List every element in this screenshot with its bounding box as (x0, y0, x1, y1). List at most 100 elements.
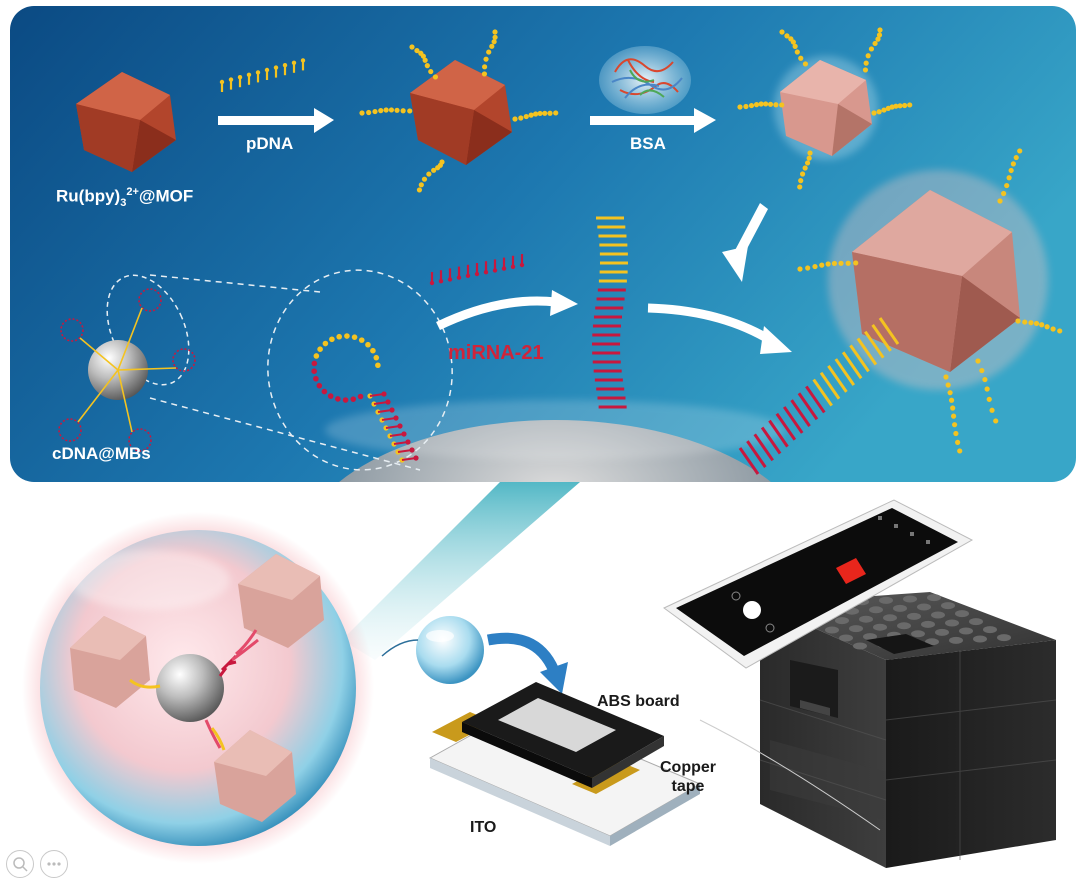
base-pair (834, 358, 856, 386)
dna-base (792, 43, 798, 49)
more-options-button[interactable] (40, 850, 68, 878)
dna-base (418, 182, 424, 188)
dna-base (863, 60, 869, 66)
hairpin-stem (79, 337, 119, 371)
dna-base (492, 268, 498, 273)
base-pair (738, 447, 760, 475)
magnification-cone (342, 482, 580, 660)
dna-base (483, 270, 489, 275)
base-pair (856, 337, 878, 366)
mirna-arrow (436, 290, 578, 331)
dna-base (365, 341, 371, 348)
dna-base (799, 171, 806, 177)
dna-base (872, 40, 878, 47)
dna-base (321, 388, 328, 395)
pdna-strand (219, 58, 306, 92)
base-pair (746, 440, 767, 469)
dna-base (357, 393, 364, 400)
droplet (416, 616, 484, 684)
dna-base (802, 61, 809, 67)
mof-with-pdna (410, 60, 512, 165)
dna-base (797, 266, 803, 272)
dna-base (945, 382, 951, 388)
dna-base (432, 74, 439, 80)
dna-base (948, 397, 955, 403)
ito-label: ITO (470, 819, 497, 836)
dna-base (951, 422, 958, 428)
dna-base (838, 260, 844, 266)
dna-base (428, 68, 434, 75)
dna-base (763, 101, 769, 107)
sandwich-duplex (738, 317, 900, 475)
zoom-button[interactable] (6, 850, 34, 878)
dna-base (489, 43, 495, 49)
dna-base (845, 260, 851, 266)
dna-base (1050, 326, 1056, 332)
dna-base (414, 47, 420, 54)
box-stud (925, 638, 939, 646)
dna-base (378, 108, 384, 114)
base-pair (385, 425, 401, 429)
box-stud (917, 603, 931, 611)
mirna-strand (429, 254, 525, 286)
dna-base (344, 333, 350, 339)
dna-base (327, 393, 334, 399)
base-pair (377, 409, 393, 413)
dna-base (865, 53, 871, 59)
box-stud (997, 634, 1011, 642)
bubble-bead (156, 654, 224, 722)
dna-base (893, 103, 899, 109)
box-stud (859, 615, 873, 623)
dna-base (523, 113, 529, 120)
dna-base (779, 102, 785, 108)
dna-base (311, 360, 318, 367)
box-stud (869, 606, 883, 614)
bubble-mof-top (238, 554, 324, 648)
dna-base (797, 184, 803, 190)
dna-base (957, 448, 963, 454)
pdna-probes (359, 29, 559, 193)
base-pair (782, 406, 804, 434)
assembly-arrow (722, 203, 768, 282)
dna-base (474, 271, 480, 277)
base-pair (819, 371, 841, 400)
pdna-probes-coated (737, 27, 913, 190)
dna-base (547, 110, 553, 116)
dna-base (429, 280, 435, 286)
hairpin-stem (117, 307, 143, 371)
dna-base (370, 347, 376, 354)
dna-base (993, 418, 999, 424)
box-stud (911, 630, 925, 638)
mof-octahedron (76, 72, 176, 172)
dna-base (953, 430, 959, 437)
box-stud (959, 627, 973, 635)
dna-base (1044, 324, 1050, 330)
dna-base (1028, 320, 1034, 326)
dna-base (753, 102, 760, 108)
base-pair (381, 417, 397, 421)
dna-base (264, 67, 270, 73)
dna-base (798, 55, 804, 61)
box-stud (863, 633, 877, 641)
dna-base (424, 63, 430, 69)
box-stud (839, 634, 853, 642)
dna-base (1008, 167, 1014, 174)
dna-base (537, 110, 543, 117)
dna-base (219, 79, 225, 85)
mirna-label: miRNA-21 (448, 342, 544, 364)
hairpin-loop (172, 348, 196, 372)
dna-base (358, 337, 365, 343)
dna-base (311, 368, 317, 374)
magnified-bubble (22, 512, 374, 864)
dna-base (400, 108, 406, 114)
box-stud (935, 628, 949, 636)
hairpin-stem (117, 369, 133, 433)
base-pair (768, 419, 789, 448)
dna-base (438, 279, 444, 284)
bsa-protein (599, 46, 691, 114)
dna-base (409, 44, 415, 50)
dna-base (989, 407, 995, 413)
dna-base (394, 107, 400, 113)
mof-label: Ru(bpy)32+@MOF (56, 186, 194, 210)
box-stud (893, 604, 907, 612)
